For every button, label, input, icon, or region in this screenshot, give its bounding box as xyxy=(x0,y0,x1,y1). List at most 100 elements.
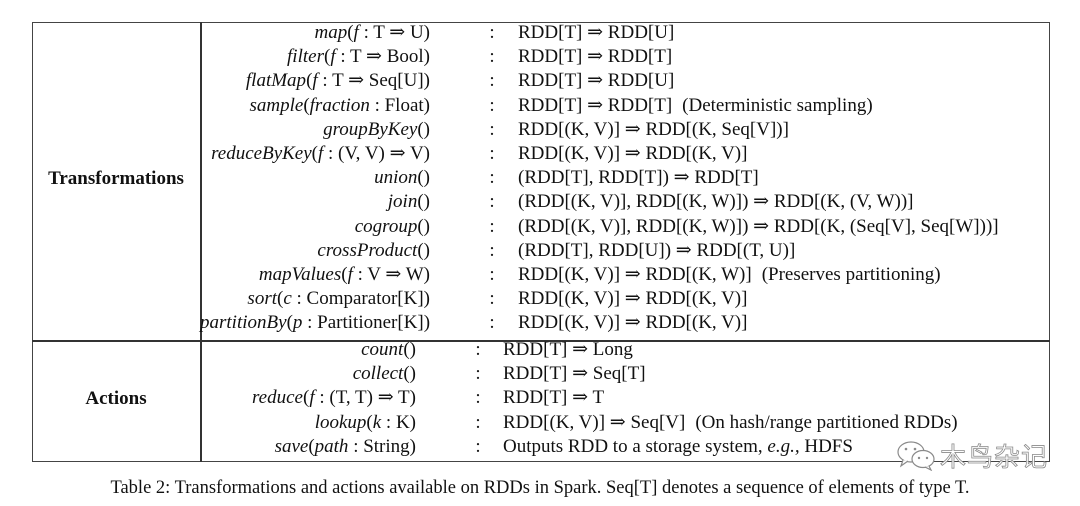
type-signature: Outputs RDD to a storage system, xyxy=(503,435,768,457)
operation-signature: flatMap(f : T ⇒ Seq[U]) xyxy=(200,69,430,93)
operation-name: sort xyxy=(247,288,277,310)
operation-args-open: () xyxy=(403,339,416,360)
operation-arg-var: f xyxy=(318,143,324,164)
table-row: map(f : T ⇒ U): RDD[T] ⇒ RDD[U] xyxy=(200,21,1050,45)
operation-name: union xyxy=(374,167,418,189)
table-row: groupByKey(): RDD[(K, V)] ⇒ RDD[(K, Seq[V… xyxy=(200,118,1050,142)
operation-arg-var: k xyxy=(372,411,382,433)
operation-args-open: () xyxy=(403,363,416,385)
operation-signature: reduceByKey(f : (V, V) ⇒ V) xyxy=(200,142,430,166)
operation-signature: reduce(f : (T, T) ⇒ T) xyxy=(200,386,416,410)
operation-arg-var: f xyxy=(312,70,318,92)
operation-name: collect xyxy=(352,363,404,385)
type-signature: RDD[(K, V)] ⇒ Seq[V] xyxy=(503,411,686,433)
operation-signature: filter(f : T ⇒ Bool) xyxy=(200,45,430,69)
operation-name: flatMap xyxy=(245,70,307,92)
operation-arg-var: path xyxy=(314,435,349,457)
operation-name: filter xyxy=(287,46,324,68)
section-label-actions: Actions xyxy=(85,388,147,409)
operation-type: RDD[T] ⇒ Seq[T] xyxy=(503,362,646,386)
operation-arg-var: f xyxy=(353,22,359,43)
operation-signature: save(path : String) xyxy=(200,435,416,459)
operation-note: (On hash/range partitioned RDDs) xyxy=(695,411,958,433)
operation-arg-var: fraction xyxy=(309,94,370,116)
operation-args-open: ( xyxy=(303,94,310,116)
type-signature: RDD[T] ⇒ T xyxy=(503,387,605,409)
operation-name: map xyxy=(314,22,348,43)
operation-type: Outputs RDD to a storage system, e.g., H… xyxy=(503,435,853,459)
operation-args-open: () xyxy=(417,118,430,140)
separator-colon: : xyxy=(489,22,495,43)
operation-args-open: ( xyxy=(341,264,348,285)
type-signature: RDD[T] ⇒ Seq[T] xyxy=(503,363,646,385)
table-row: crossProduct():(RDD[T], RDD[U]) ⇒ RDD[(T… xyxy=(200,239,1050,263)
operation-name: sample xyxy=(249,94,304,116)
table-row: save(path : String):Outputs RDD to a sto… xyxy=(200,435,1050,459)
operation-args-open: ( xyxy=(302,387,310,409)
operation-args-open: () xyxy=(417,215,430,237)
table-row: filter(f : T ⇒ Bool): RDD[T] ⇒ RDD[T] xyxy=(200,45,1050,69)
type-signature: RDD[T] ⇒ RDD[U] xyxy=(518,22,675,43)
operation-arg-var: f xyxy=(330,46,336,68)
type-signature: (RDD[(K, V)], RDD[(K, W)]) ⇒ RDD[(K, (Se… xyxy=(518,215,999,237)
separator-colon: : xyxy=(489,167,495,189)
operation-signature: map(f : T ⇒ U) xyxy=(200,21,430,45)
type-signature: (RDD[(K, V)], RDD[(K, W)]) ⇒ RDD[(K, (V,… xyxy=(518,191,914,213)
separator-colon: : xyxy=(489,215,495,237)
type-signature: (RDD[T], RDD[T]) ⇒ RDD[T] xyxy=(518,167,759,189)
operation-arg-type: : T ⇒ Seq[U]) xyxy=(317,70,430,92)
operation-type: RDD[(K, V)] ⇒ RDD[(K, W)](Preserves part… xyxy=(518,263,941,287)
type-signature: RDD[(K, V)] ⇒ RDD[(K, V)] xyxy=(518,288,748,310)
table-row: partitionBy(p : Partitioner[K]):RDD[(K, … xyxy=(200,311,1050,335)
operation-arg-type: : Partitioner[K]) xyxy=(302,312,431,334)
type-signature: RDD[(K, V)] ⇒ RDD[(K, Seq[V])] xyxy=(518,118,789,140)
operation-signature: lookup(k : K) xyxy=(200,411,416,435)
operation-type: RDD[(K, V)] ⇒ RDD[(K, V)] xyxy=(518,287,747,311)
wechat-icon xyxy=(897,441,935,471)
operation-name: crossProduct xyxy=(317,239,418,261)
separator-colon: : xyxy=(489,264,495,285)
table-caption: Table 2: Transformations and actions ava… xyxy=(110,478,970,498)
operation-name: mapValues xyxy=(258,264,342,285)
operation-type: RDD[T] ⇒ RDD[T] xyxy=(518,45,672,69)
operation-name: save xyxy=(274,435,309,457)
operation-type: (RDD[(K, V)], RDD[(K, W)]) ⇒ RDD[(K, (Se… xyxy=(518,215,999,239)
operation-arg-type: : Float) xyxy=(369,94,430,116)
separator-colon: : xyxy=(489,46,495,68)
table-row: reduce(f : (T, T) ⇒ T):RDD[T] ⇒ T xyxy=(200,386,1050,410)
operation-args-open: ( xyxy=(347,22,354,43)
operation-arg-type: : T ⇒ U) xyxy=(358,22,430,43)
operation-type: RDD[T] ⇒ RDD[U] xyxy=(518,21,674,45)
separator-colon: : xyxy=(489,118,495,140)
operation-args-open: () xyxy=(417,191,430,213)
section-divider xyxy=(32,340,1050,342)
watermark-text: 木鸟杂记 xyxy=(940,442,1049,473)
table-row: union(): (RDD[T], RDD[T]) ⇒ RDD[T] xyxy=(200,166,1050,190)
operation-name: reduce xyxy=(251,387,303,409)
section-label-transformations: Transformations xyxy=(48,168,184,189)
type-signature: RDD[T] ⇒ RDD[T] xyxy=(518,94,673,116)
table-row: sample(fraction : Float):RDD[T] ⇒ RDD[T]… xyxy=(200,94,1050,118)
table-row: lookup(k : K):RDD[(K, V)] ⇒ Seq[V](On ha… xyxy=(200,411,1050,435)
operation-args-open: ( xyxy=(286,312,293,334)
operation-signature: union() xyxy=(200,166,430,190)
separator-colon: : xyxy=(489,70,495,92)
type-italic: e.g., xyxy=(767,435,800,457)
operation-type: RDD[T] ⇒ Long xyxy=(503,338,633,362)
operation-arg-type: : String) xyxy=(348,435,416,457)
operation-type: (RDD[T], RDD[U]) ⇒ RDD[(T, U)] xyxy=(518,239,795,263)
operation-type: RDD[T] ⇒ RDD[U] xyxy=(518,69,674,93)
operation-name: count xyxy=(361,339,404,360)
operation-note: (Preserves partitioning) xyxy=(761,264,941,285)
operation-name: groupByKey xyxy=(323,118,418,140)
table-row: join():(RDD[(K, V)], RDD[(K, W)]) ⇒ RDD[… xyxy=(200,190,1050,214)
operation-name: reduceByKey xyxy=(211,143,312,164)
operation-signature: crossProduct() xyxy=(200,239,430,263)
type-signature: RDD[(K, V)] ⇒ RDD[(K, V)] xyxy=(518,312,748,334)
operation-arg-var: p xyxy=(292,312,303,334)
operation-arg-type: : Comparator[K]) xyxy=(291,288,430,310)
separator-colon: : xyxy=(475,339,481,360)
operation-note: (Deterministic sampling) xyxy=(682,94,873,116)
operation-type: RDD[(K, V)] ⇒ RDD[(K, Seq[V])] xyxy=(518,118,789,142)
operation-name: cogroup xyxy=(354,215,418,237)
